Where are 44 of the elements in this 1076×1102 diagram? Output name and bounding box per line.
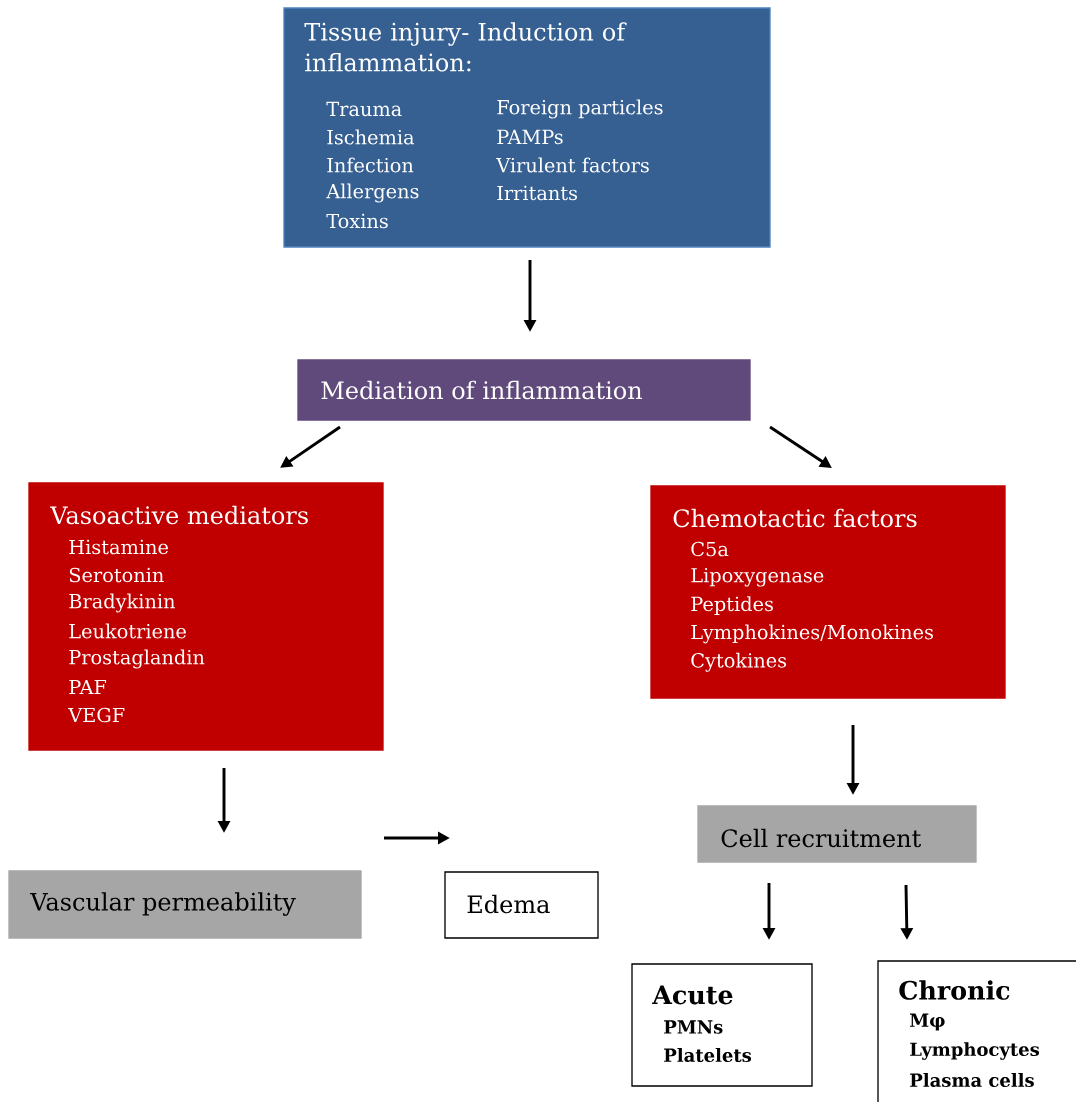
process-box — [697, 805, 977, 863]
list-item: Virulent factors — [496, 157, 649, 173]
process-box — [297, 359, 751, 421]
list-item: Lymphocytes — [910, 1042, 1040, 1060]
list-item: Foreign particles — [497, 99, 663, 119]
box-heading: Tissue injury- Induction of inflammation: — [304, 22, 627, 72]
outcome-box — [877, 960, 1076, 1102]
list-item: Leukotriene — [69, 623, 186, 639]
box-heading: Vasoactive mediators — [50, 505, 308, 525]
process-box — [8, 870, 362, 939]
injury-box — [283, 7, 771, 248]
list-item: Lymphokines/Monokines — [691, 624, 933, 644]
list-item: PMNs — [664, 1020, 723, 1034]
list-item: Cytokines — [691, 652, 787, 672]
list-item: Histamine — [69, 539, 168, 555]
list-item: Plasma cells — [910, 1073, 1034, 1087]
mediator-box — [28, 482, 384, 751]
list-item: Infection — [327, 157, 414, 173]
list-item: Ischemia — [327, 129, 415, 145]
list-item: Serotonin — [69, 567, 164, 583]
list-item: PAF — [69, 679, 107, 695]
box-heading: Chronic — [899, 980, 1010, 1000]
box-heading: Edema — [467, 894, 550, 914]
box-heading: Mediation of inflammation — [321, 380, 642, 400]
list-item: PAMPs — [497, 129, 563, 145]
list-item: Irritants — [497, 185, 577, 201]
list-item: C5a — [691, 541, 729, 557]
box-heading: Chemotactic factors — [673, 508, 917, 528]
mediator-box — [650, 485, 1006, 699]
list-item: Prostaglandin — [69, 649, 205, 669]
list-item: Mφ — [910, 1013, 945, 1031]
outcome-box — [631, 963, 813, 1087]
list-item: Bradykinin — [69, 593, 175, 613]
list-item: Lipoxygenase — [691, 568, 824, 587]
list-item: VEGF — [68, 707, 125, 723]
box-heading: Cell recruitment — [721, 828, 922, 848]
box-heading: Vascular permeability — [30, 892, 296, 916]
outcome-box — [444, 871, 599, 939]
list-item: Trauma — [326, 101, 402, 117]
list-item: Toxins — [326, 213, 388, 229]
box-heading: Acute — [652, 985, 733, 1005]
list-item: Platelets — [664, 1048, 752, 1062]
list-item: Peptides — [691, 596, 773, 615]
list-item: Allergens — [326, 183, 419, 203]
